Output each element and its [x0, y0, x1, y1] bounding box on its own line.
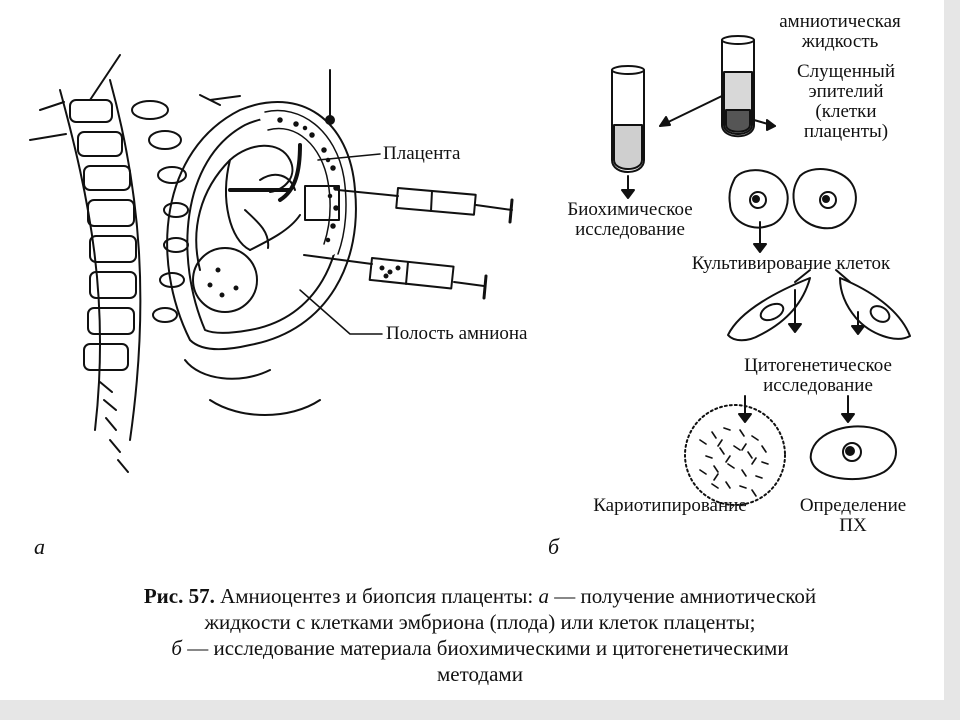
label-biochemical-line2: исследование — [575, 219, 685, 240]
label-sloughed-epithelium-line2: эпителий — [808, 81, 884, 102]
cell-spindle-right — [839, 277, 911, 340]
caption-line-1: Рис. 57. Амниоцентез и биопсия плаценты:… — [20, 583, 940, 609]
karyotype-nucleus — [684, 404, 786, 506]
flow-arrows — [621, 94, 865, 423]
caption-line-4: методами — [437, 662, 523, 686]
caption-figure-number: Рис. 57. — [143, 584, 215, 608]
fetus-illustration — [192, 143, 302, 313]
label-sloughed-epithelium-line4: плаценты) — [803, 121, 889, 142]
label-sloughed-epithelium-line3: (клетки — [815, 101, 877, 122]
cell-round-left — [728, 169, 789, 229]
slide-frame-bottom — [0, 700, 960, 720]
caption-letter-b: б — [171, 636, 182, 660]
label-sex-chromatin-line1: Определение — [799, 495, 907, 516]
label-placenta: Плацента — [383, 143, 461, 164]
label-sex-chromatin-line2: ПХ — [839, 515, 867, 536]
label-biochemical: Биохимическое исследование — [540, 200, 720, 240]
panel-letter-a: а — [34, 534, 45, 559]
spine-illustration — [29, 54, 241, 473]
caption-line1-end: — получение амниотической — [548, 584, 817, 608]
test-tube-right — [721, 35, 755, 138]
caption-line3-text: — исследование материала биохимическими … — [181, 636, 789, 660]
amnion-leader-line — [299, 289, 383, 335]
slide-frame-right — [944, 0, 960, 720]
cell-spindle-left — [727, 277, 811, 342]
sex-chromatin-cell — [809, 425, 897, 481]
label-cytogenetic-line1: Цитогенетическое — [744, 355, 892, 376]
label-cytogenetic: Цитогенетическое исследование — [712, 356, 924, 396]
label-sloughed-epithelium-line1: Слущенный — [797, 61, 895, 82]
syringe-upper-illustration — [337, 187, 514, 224]
placenta-sample-box — [304, 185, 340, 221]
figure-panel — [14, 0, 944, 700]
caption-letter-a: а — [538, 584, 549, 608]
figure-caption: Рис. 57. Амниоцентез и биопсия плаценты:… — [20, 583, 940, 687]
label-amniotic-fluid-line1: амниотическая — [779, 11, 901, 32]
label-biochemical-line1: Биохимическое — [567, 199, 693, 220]
test-tube-left — [611, 65, 645, 173]
caption-line1-text: Амниоцентез и биопсия плаценты: — [214, 584, 539, 608]
placenta-illustration — [260, 109, 347, 255]
label-amniotic-fluid-line2: жидкость — [801, 31, 879, 52]
label-amnion-cavity: Полость амниона — [386, 323, 528, 344]
label-amniotic-fluid: амниотическая жидкость — [760, 12, 920, 52]
label-cytogenetic-line2: исследование — [763, 375, 873, 396]
label-sloughed-epithelium: Слущенный эпителий (клетки плаценты) — [768, 62, 924, 142]
syringe-lower-illustration — [303, 254, 488, 300]
caption-line-2: жидкости с клетками эмбриона (плода) или… — [204, 610, 756, 634]
label-sex-chromatin: Определение ПХ — [778, 496, 928, 536]
placenta-leader-line — [317, 153, 381, 161]
caption-line-3: б — исследование материала биохимическим… — [20, 635, 940, 661]
cell-round-right — [792, 168, 857, 230]
label-cell-culture: Культивирование клеток — [691, 253, 891, 274]
panel-letter-b: б — [548, 534, 560, 559]
label-karyotyping: Кариотипирование — [593, 495, 747, 516]
